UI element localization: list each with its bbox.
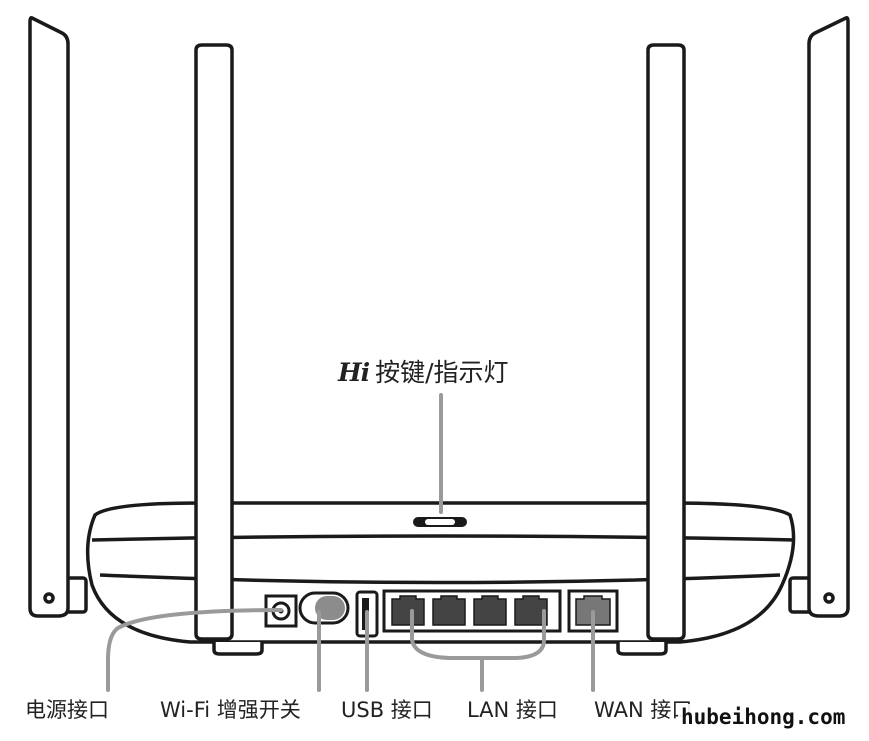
left-antenna-hole — [43, 592, 55, 604]
hi-mark: Hi — [338, 358, 370, 387]
right-foot — [616, 642, 668, 656]
lan-port-label: LAN 接口 — [467, 698, 558, 722]
right-inner-antenna — [646, 43, 686, 641]
left-foot — [212, 642, 264, 656]
lan-port-1 — [391, 595, 425, 626]
router-top-edge — [91, 534, 796, 542]
right-outer-antenna — [807, 16, 850, 618]
left-inner-antenna — [194, 43, 234, 641]
hi-button-indicator — [413, 517, 467, 527]
left-outer-antenna — [28, 16, 70, 618]
power-port-label: 电源接口 — [25, 698, 109, 722]
wifi-boost-switch — [298, 591, 350, 625]
hi-button-text: 按键/指示灯 — [375, 358, 509, 387]
wifi-boost-label: Wi-Fi 增强开关 — [160, 698, 301, 722]
lan-port-2 — [432, 595, 466, 626]
usb-port-label: USB 接口 — [341, 698, 433, 722]
lan-port-3 — [473, 595, 507, 626]
wan-port-label: WAN 接口 — [594, 698, 693, 722]
callout-power — [106, 608, 283, 692]
watermark: hubeihong.com — [678, 704, 849, 730]
right-antenna-hole — [823, 592, 835, 604]
lan-port-4 — [514, 595, 548, 626]
callout-lan — [410, 609, 546, 692]
